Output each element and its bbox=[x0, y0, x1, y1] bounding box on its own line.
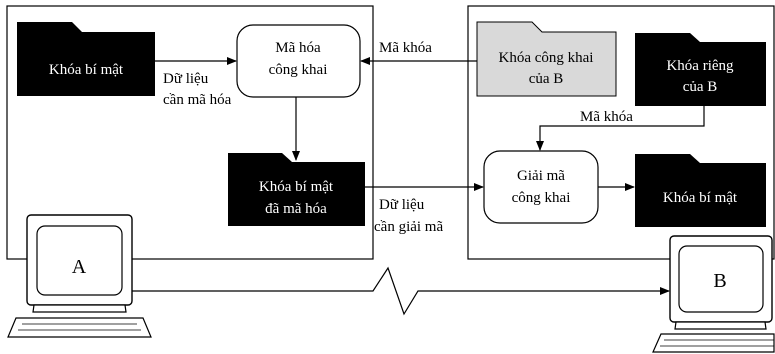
computer-a: A bbox=[7, 214, 152, 338]
private-key-folder: Khóa riêng của B bbox=[635, 33, 766, 106]
public-key-label-1: Khóa công khai bbox=[499, 50, 594, 66]
secret-key-label: Khóa bí mật bbox=[49, 62, 124, 78]
encrypted-key-label-2: đã mã hóa bbox=[265, 201, 327, 217]
computer-b: B bbox=[652, 235, 775, 353]
private-key-to-decrypt-arrow bbox=[536, 106, 705, 151]
decrypted-key-label: Khóa bí mật bbox=[663, 190, 738, 206]
network-link-arrow bbox=[132, 266, 670, 316]
decrypted-key-folder: Khóa bí mật bbox=[635, 154, 766, 227]
public-key-folder: Khóa công khai của B bbox=[476, 21, 617, 97]
sender-frame bbox=[6, 5, 374, 260]
key-label-inner: Mã khóa bbox=[580, 109, 633, 125]
data-to-decrypt-label-2: cần giải mã bbox=[374, 219, 443, 235]
data-to-decrypt-label-1: Dữ liệu bbox=[379, 197, 425, 213]
decrypt-process-line-1: Giải mã bbox=[517, 168, 565, 184]
private-key-label-2: của B bbox=[683, 79, 718, 95]
public-key-label-2: của B bbox=[529, 71, 564, 87]
private-key-label-1: Khóa riêng bbox=[666, 58, 734, 74]
encrypt-process-line-2: công khai bbox=[269, 62, 328, 78]
computer-b-label: B bbox=[713, 270, 726, 292]
data-to-encrypt-label-1: Dữ liệu bbox=[163, 71, 209, 87]
decrypt-process: Giải mã công khai bbox=[483, 150, 599, 224]
key-label-top: Mã khóa bbox=[379, 40, 432, 56]
encrypt-process: Mã hóa công khai bbox=[236, 24, 361, 98]
computer-a-label: A bbox=[72, 256, 87, 278]
encrypted-key-folder: Khóa bí mật đã mã hóa bbox=[228, 153, 365, 226]
encrypt-process-line-1: Mã hóa bbox=[275, 40, 321, 56]
secret-key-folder: Khóa bí mật bbox=[17, 22, 155, 96]
data-to-encrypt-label-2: cần mã hóa bbox=[163, 92, 232, 108]
encrypted-key-label-1: Khóa bí mật bbox=[259, 179, 334, 195]
receiver-frame bbox=[467, 5, 775, 260]
decrypt-process-line-2: công khai bbox=[512, 190, 571, 206]
